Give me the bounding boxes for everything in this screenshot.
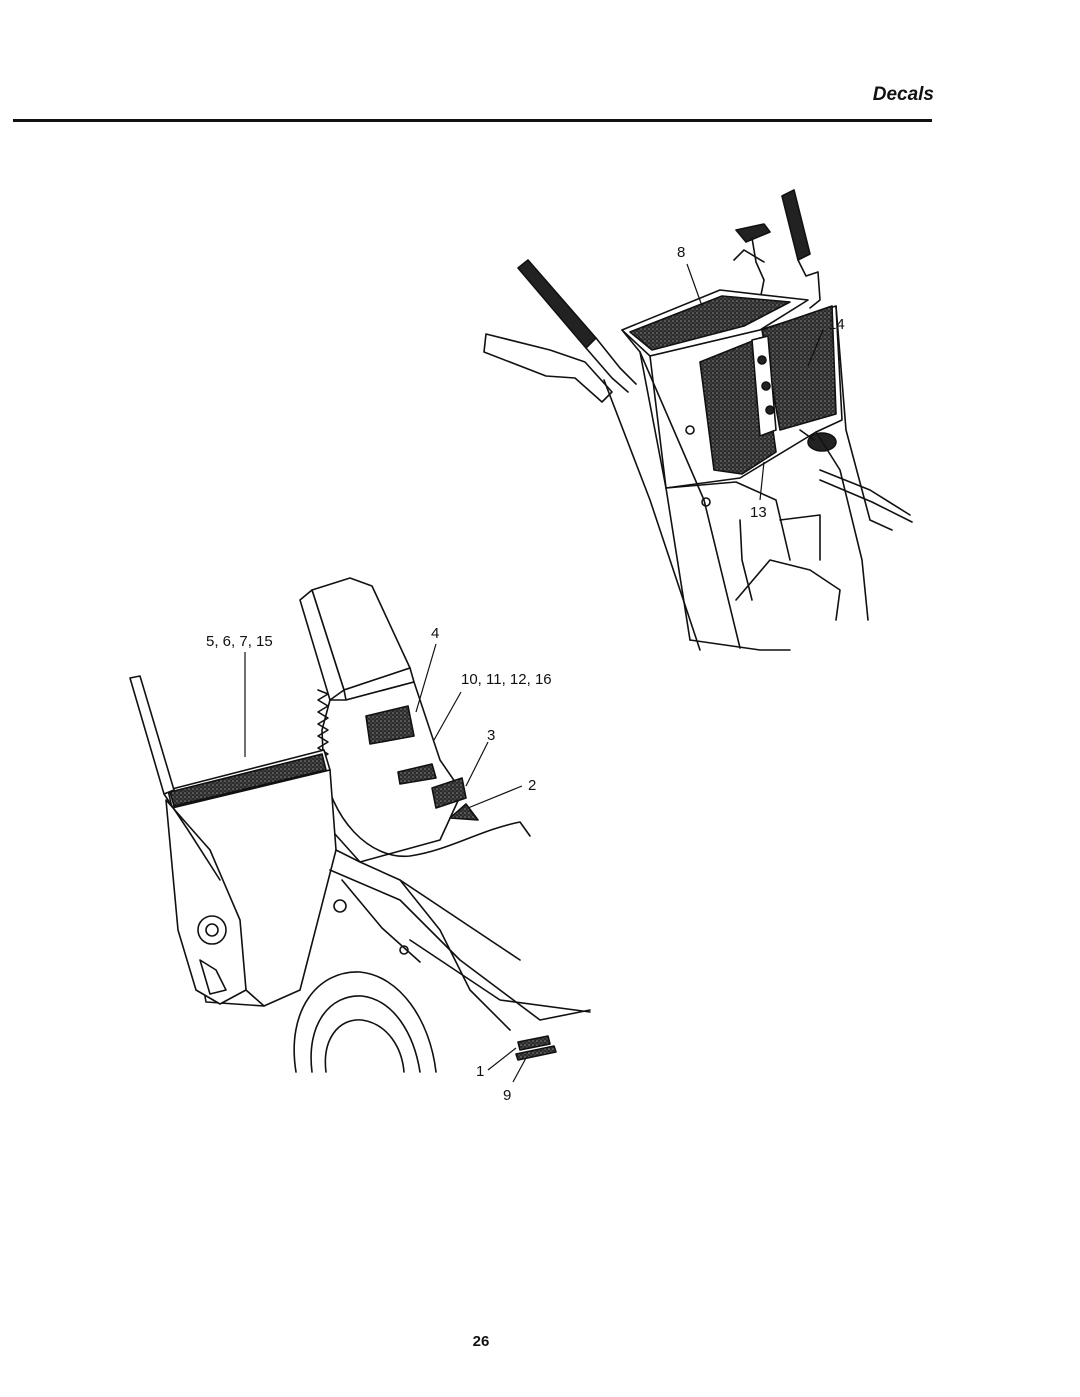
page-number: 26 — [472, 1333, 490, 1350]
callout-10-11-12-16: 10, 11, 12, 16 — [461, 671, 552, 688]
callout-8: 8 — [677, 244, 685, 261]
header-rule — [13, 119, 932, 122]
handle-panel-illustration — [483, 189, 913, 651]
left-handle-grip — [517, 259, 597, 349]
decal-8-panel — [629, 295, 791, 351]
callout-14: 14 — [828, 316, 845, 333]
wheel — [293, 971, 437, 1073]
decal-4-panel — [365, 705, 415, 745]
callout-4: 4 — [431, 625, 439, 642]
decal-2-triangle — [449, 803, 479, 821]
decal-10-panel — [431, 777, 467, 809]
right-handle-grip — [781, 189, 811, 261]
decal-5-strip — [169, 753, 327, 807]
decal-3-panel — [397, 763, 437, 785]
callout-5-6-7-15: 5, 6, 7, 15 — [206, 633, 273, 650]
decal-14-panel — [761, 305, 837, 431]
callout-2: 2 — [528, 777, 536, 794]
callout-13: 13 — [750, 504, 767, 521]
chute-crank — [735, 223, 771, 243]
callout-3: 3 — [487, 727, 495, 744]
auger-housing-illustration — [129, 577, 591, 1073]
decal-1-label — [517, 1035, 551, 1051]
callout-9: 9 — [503, 1087, 511, 1104]
callout-1: 1 — [476, 1063, 484, 1080]
section-title: Decals — [872, 84, 934, 105]
decal-9-label — [515, 1045, 557, 1061]
